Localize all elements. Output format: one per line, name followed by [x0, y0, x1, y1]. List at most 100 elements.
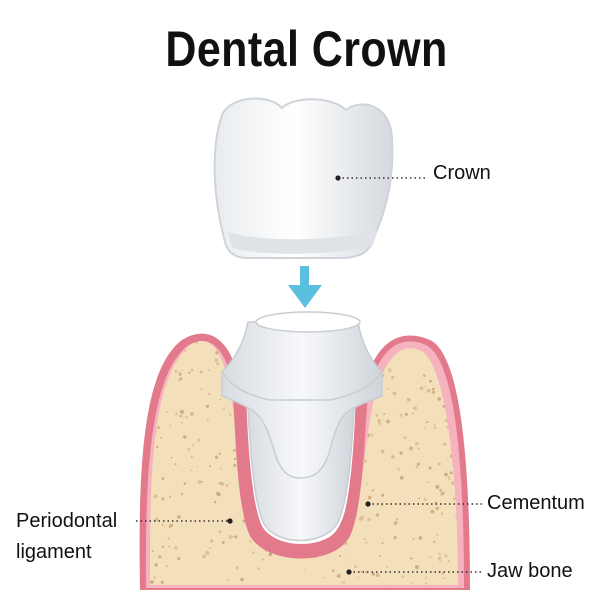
bone-speckle	[403, 435, 407, 440]
abutment-root	[221, 311, 383, 542]
bone-speckle	[160, 436, 162, 439]
bone-speckle	[437, 556, 442, 561]
bone-speckle	[413, 406, 417, 411]
diagram-title: Dental Crown	[165, 21, 448, 77]
bone-speckle	[436, 533, 439, 537]
bone-speckle	[161, 545, 165, 548]
bone-speckle	[177, 379, 180, 382]
bone-speckle	[444, 554, 448, 558]
bone-speckle	[429, 379, 432, 383]
bone-speckle	[145, 360, 147, 362]
bone-speckle	[233, 463, 237, 468]
bone-speckle	[419, 386, 424, 391]
bone-speckle	[424, 385, 427, 388]
bone-speckle	[375, 513, 380, 517]
bone-speckle	[222, 407, 225, 410]
leader-lines	[136, 175, 482, 575]
bone-speckle	[331, 569, 335, 573]
bone-speckle	[190, 469, 193, 472]
bone-speckle	[418, 497, 420, 500]
bone-speckle	[177, 556, 181, 561]
label-crown: Crown	[433, 162, 491, 184]
bone-speckle	[219, 467, 222, 470]
bone-speckle	[232, 521, 235, 524]
bone-speckle	[383, 419, 385, 421]
bone-speckle	[433, 540, 436, 543]
bone-speckle	[428, 466, 432, 470]
bone-speckle	[208, 393, 211, 396]
bone-speckle	[221, 541, 225, 545]
bone-speckle	[441, 572, 444, 575]
bone-speckle	[205, 551, 210, 555]
bone-speckle	[444, 472, 448, 477]
bone-speckle	[200, 388, 203, 391]
bone-speckle	[416, 462, 420, 466]
bone-speckle	[179, 377, 183, 381]
bone-speckle	[166, 334, 168, 336]
bone-speckle	[175, 412, 178, 416]
bone-speckle	[191, 444, 194, 447]
bone-speckle	[232, 448, 237, 452]
bone-speckle	[365, 541, 368, 544]
bone-speckle	[181, 369, 184, 372]
bone-speckle	[225, 484, 229, 487]
bone-speckle	[249, 540, 252, 543]
bone-speckle	[406, 398, 411, 402]
bone-speckle	[378, 421, 382, 425]
bone-speckle	[218, 530, 222, 533]
bone-speckle	[438, 552, 441, 556]
bone-speckle	[206, 404, 210, 408]
bone-speckle	[375, 413, 379, 417]
bone-speckle	[448, 478, 451, 480]
bone-speckle	[454, 369, 457, 372]
bone-speckle	[424, 576, 428, 579]
bone-speckle	[220, 481, 225, 486]
bone-speckle	[168, 525, 172, 528]
bone-speckle	[404, 412, 408, 416]
bone-speckle	[151, 353, 154, 356]
bone-speckle	[415, 442, 419, 446]
label-periodontal-line1: Periodontal	[16, 510, 118, 532]
bone-speckle	[166, 345, 169, 349]
bone-speckle	[174, 369, 178, 373]
periodontal-ligament	[233, 392, 368, 559]
bone-speckle	[168, 495, 172, 499]
bone-speckle	[151, 550, 154, 553]
bone-speckle	[154, 563, 158, 567]
bone-speckle	[419, 536, 423, 540]
bone-speckle	[433, 426, 437, 430]
bone-speckle	[303, 568, 306, 571]
bone-speckle	[360, 570, 363, 573]
bone-speckle	[161, 523, 164, 526]
bone-speckle	[363, 459, 368, 463]
bone-speckle	[252, 551, 255, 554]
bone-speckle	[386, 566, 388, 568]
bone-speckle	[435, 506, 440, 511]
bone-speckle	[437, 397, 441, 401]
bone-speckle	[190, 455, 193, 458]
bone-speckle	[443, 442, 447, 446]
bone-speckle	[218, 452, 221, 455]
bone-speckle	[339, 555, 341, 558]
bone-speckle	[401, 575, 405, 578]
bone-speckle	[442, 345, 447, 349]
bone-speckle	[408, 439, 411, 441]
bone-speckle	[197, 438, 201, 442]
bone-speckle	[262, 558, 264, 561]
bone-speckle	[181, 421, 183, 424]
bone-speckle	[234, 535, 238, 539]
bone-speckle	[415, 465, 419, 469]
bone-speckle	[322, 576, 325, 579]
bone-speckle	[150, 346, 151, 350]
bone-speckle	[257, 567, 260, 570]
bone-speckle	[178, 372, 182, 376]
bone-speckle	[235, 566, 239, 570]
bone-speckle	[206, 419, 209, 422]
bone-speckle	[459, 387, 462, 390]
bone-speckle	[341, 581, 344, 584]
bone-speckle	[433, 423, 436, 426]
bone-speckle	[354, 564, 358, 569]
bone-speckle	[426, 481, 429, 484]
bone-speckle	[450, 481, 455, 486]
